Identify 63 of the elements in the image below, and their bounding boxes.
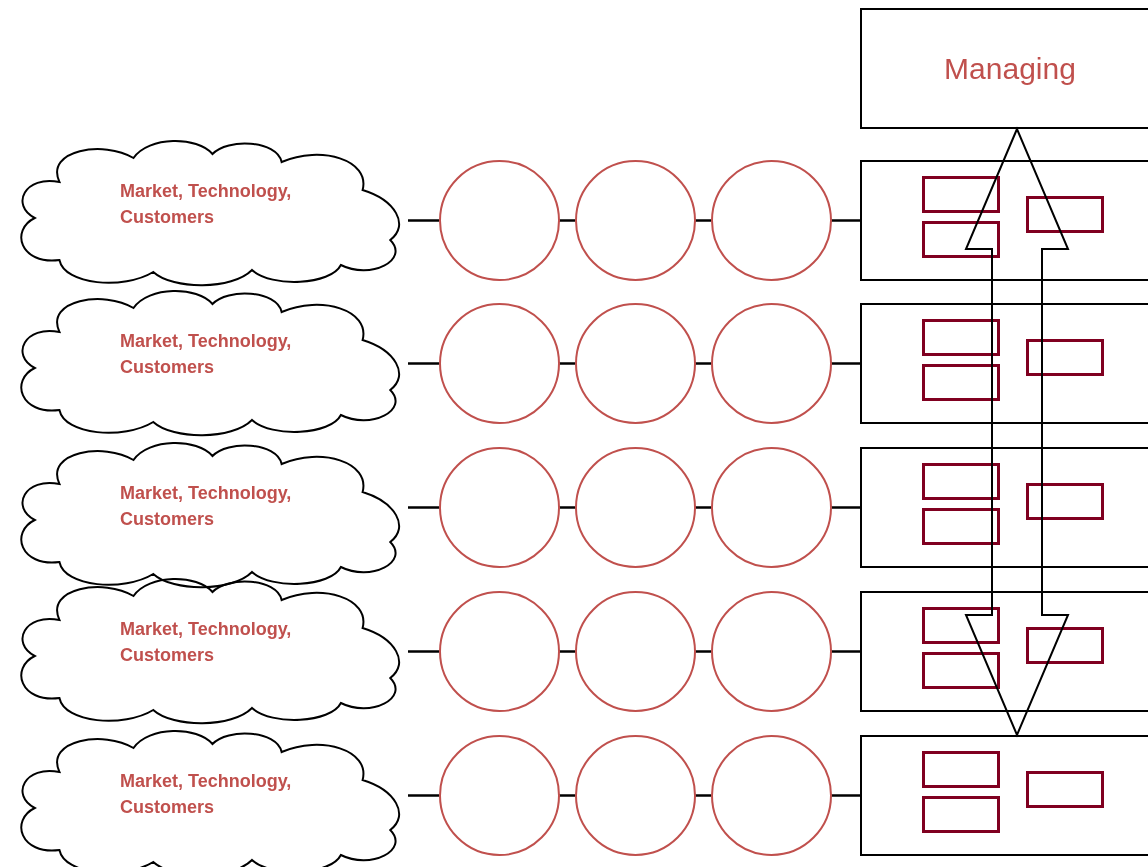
process-box xyxy=(860,160,1148,281)
connector-line xyxy=(694,219,711,222)
connector-line xyxy=(694,650,711,653)
node-label: Market, Technology, Customers xyxy=(120,180,293,229)
connector-line xyxy=(694,362,711,365)
circle-shape xyxy=(439,447,560,568)
connector-line xyxy=(694,794,711,797)
small-box xyxy=(922,463,1000,500)
circle-shape xyxy=(711,303,832,424)
connector-line xyxy=(830,650,860,653)
small-box xyxy=(922,652,1000,689)
connector-line xyxy=(558,506,575,509)
circle-shape xyxy=(575,447,696,568)
circle-shape xyxy=(575,160,696,281)
circle-shape xyxy=(575,303,696,424)
connector-line xyxy=(830,219,860,222)
connector-line xyxy=(830,794,860,797)
connector-line xyxy=(558,650,575,653)
connector-line xyxy=(408,362,439,365)
connector-line xyxy=(408,794,439,797)
circle-shape xyxy=(439,303,560,424)
process-box xyxy=(860,735,1148,856)
circle-shape xyxy=(711,591,832,712)
circle-shape xyxy=(439,591,560,712)
connector-line xyxy=(830,506,860,509)
small-box xyxy=(1026,339,1104,376)
connector-line xyxy=(694,506,711,509)
process-box xyxy=(860,447,1148,568)
node-label: Market, Technology, Customers xyxy=(120,618,293,667)
node-label: Market, Technology, Customers xyxy=(120,330,293,379)
connector-line xyxy=(408,219,439,222)
small-box xyxy=(1026,771,1104,808)
small-box xyxy=(922,364,1000,401)
node-label: Market, Technology, Customers xyxy=(120,482,293,531)
circle-shape xyxy=(711,735,832,856)
small-box xyxy=(922,796,1000,833)
double-block-arrow xyxy=(964,126,1070,738)
connector-line xyxy=(408,650,439,653)
small-box xyxy=(922,176,1000,213)
node-label: Managing xyxy=(943,52,1077,86)
circle-shape xyxy=(439,735,560,856)
small-box xyxy=(922,508,1000,545)
small-box xyxy=(1026,627,1104,664)
connector-line xyxy=(408,506,439,509)
small-box xyxy=(922,607,1000,644)
small-box xyxy=(1026,483,1104,520)
small-box xyxy=(922,751,1000,788)
circle-shape xyxy=(711,160,832,281)
circle-shape xyxy=(575,735,696,856)
process-box xyxy=(860,591,1148,712)
circle-shape xyxy=(439,160,560,281)
connector-line xyxy=(830,362,860,365)
circle-shape xyxy=(575,591,696,712)
small-box xyxy=(1026,196,1104,233)
connector-line xyxy=(558,219,575,222)
circle-shape xyxy=(711,447,832,568)
small-box xyxy=(922,319,1000,356)
node-label: Market, Technology, Customers xyxy=(120,770,293,819)
connector-line xyxy=(558,794,575,797)
small-box xyxy=(922,221,1000,258)
process-box xyxy=(860,303,1148,424)
process-box xyxy=(860,8,1148,129)
connector-line xyxy=(558,362,575,365)
